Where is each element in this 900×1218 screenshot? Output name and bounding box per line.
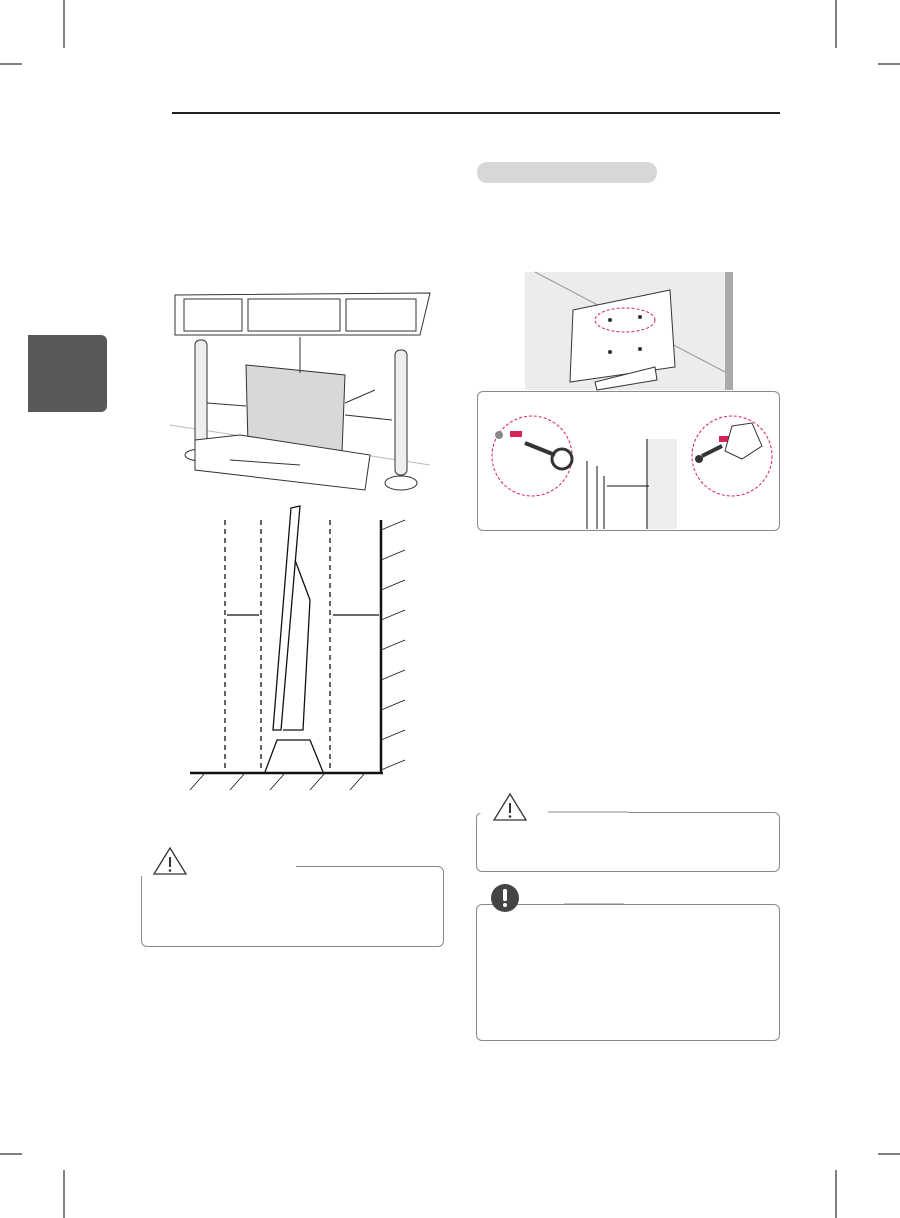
tv-clearance-illustration: [169, 292, 431, 491]
note-box: [476, 904, 780, 1041]
side-view-wall-clearance: [189, 505, 406, 791]
tv-back-wall-illustration: [525, 271, 733, 391]
warning-triangle-icon: [140, 846, 204, 876]
bracket-illustration-frame: [477, 391, 780, 531]
chapter-tab: [28, 335, 107, 412]
warning-triangle-icon: [478, 792, 628, 821]
caution-header-rule: [200, 866, 296, 868]
caution-box-left: [141, 866, 444, 947]
exclamation-circle-icon: [484, 882, 624, 912]
section-heading-pill: [477, 162, 657, 183]
caution-box-right: [476, 812, 780, 872]
header-rule: [172, 112, 780, 114]
eye-bolt-bracket-illustration: [491, 415, 773, 529]
